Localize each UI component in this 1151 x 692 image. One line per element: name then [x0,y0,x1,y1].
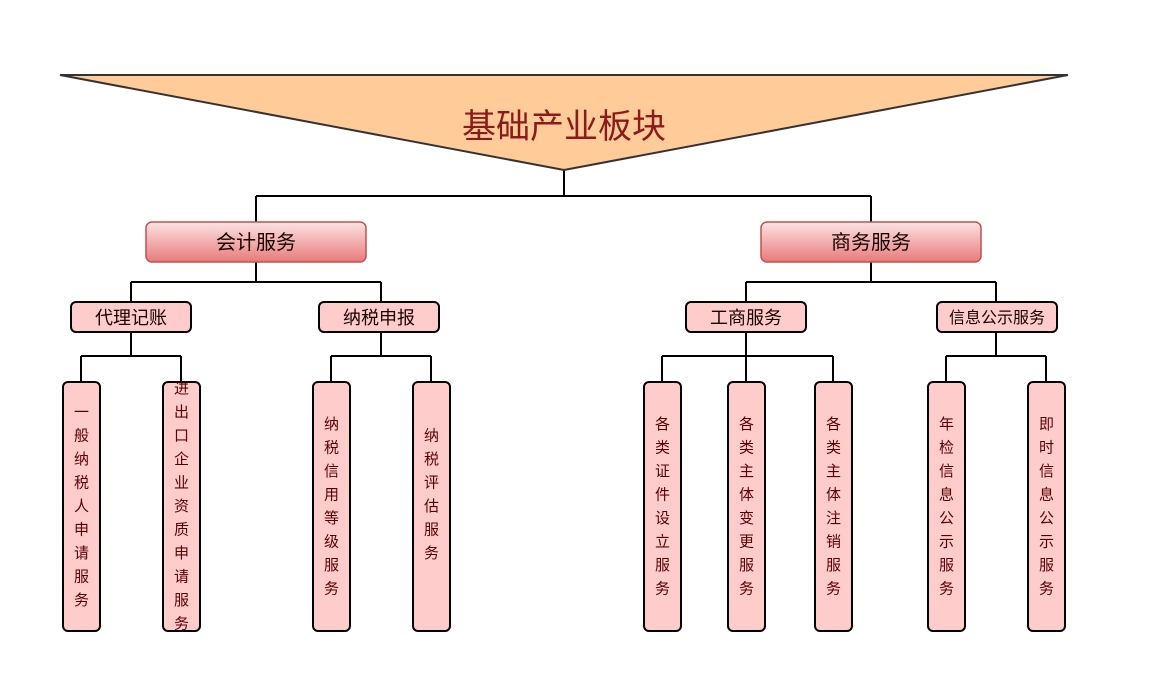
child-label: 纳税申报 [343,308,415,329]
leaf-node-0-0-1: 进出口企业资质申请服务 [162,380,201,633]
branch-label: 会计服务 [216,230,296,254]
branch-node-1: 商务服务 [760,221,982,263]
connectors [80,170,1047,382]
leaf-node-1-0-0: 各类证件设立服务 [643,381,682,632]
leaf-label: 进出口企业资质申请服务 [174,380,189,633]
leaf-label: 纳税信用等级服务 [324,415,339,598]
connector-child-1-1 [945,332,1047,382]
child-node-0-1: 纳税申报 [318,301,440,333]
leaf-node-0-1-0: 纳税信用等级服务 [312,381,351,632]
child-node-0-0: 代理记账 [70,301,192,333]
child-label: 信息公示服务 [949,308,1045,327]
leaf-node-0-0-0: 一般纳税人申请服务 [62,381,101,632]
child-box [936,301,1058,333]
child-node-1-1: 信息公示服务 [936,301,1058,333]
leaf-box [62,381,101,632]
child-box [70,301,192,333]
connector-child-0-1 [330,332,432,382]
leaf-label: 各类证件设立服务 [655,415,670,598]
connector-child-1-0 [661,332,834,382]
leaf-box [1027,381,1066,632]
leaf-node-0-1-1: 纳税评估服务 [412,381,451,632]
title-triangle [59,74,1069,172]
title-banner: 基础产业板块 [59,74,1069,172]
leaf-node-1-1-0: 年检信息公示服务 [927,381,966,632]
branch-box [760,221,982,263]
leaf-box [162,381,201,632]
child-box [318,301,440,333]
leaf-label: 即时信息公示服务 [1039,415,1054,598]
leaf-label: 各类主体变更服务 [739,415,754,598]
leaf-box [727,381,766,632]
child-label: 代理记账 [95,308,167,329]
branch-box [145,221,367,263]
leaf-node-1-1-1: 即时信息公示服务 [1027,381,1066,632]
child-label: 工商服务 [710,308,782,329]
leaf-box [814,381,853,632]
leaf-label: 一般纳税人申请服务 [74,403,89,609]
leaf-box [312,381,351,632]
branch-label: 商务服务 [831,230,911,254]
leaf-box [643,381,682,632]
leaf-label: 各类主体注销服务 [826,415,841,598]
leaf-node-1-0-2: 各类主体注销服务 [814,381,853,632]
child-box [685,301,807,333]
leaf-box [927,381,966,632]
leaf-label: 年检信息公示服务 [939,415,954,598]
connector-child-0-0 [80,332,182,382]
connector-title-branches [255,170,872,222]
leaf-node-1-0-1: 各类主体变更服务 [727,381,766,632]
connector-branch-0 [130,262,382,302]
leaf-label: 纳税评估服务 [424,426,439,562]
leaf-box [412,381,451,632]
page-title: 基础产业板块 [462,107,666,147]
connector-branch-1 [745,262,997,302]
branch-node-0: 会计服务 [145,221,367,263]
child-node-1-0: 工商服务 [685,301,807,333]
